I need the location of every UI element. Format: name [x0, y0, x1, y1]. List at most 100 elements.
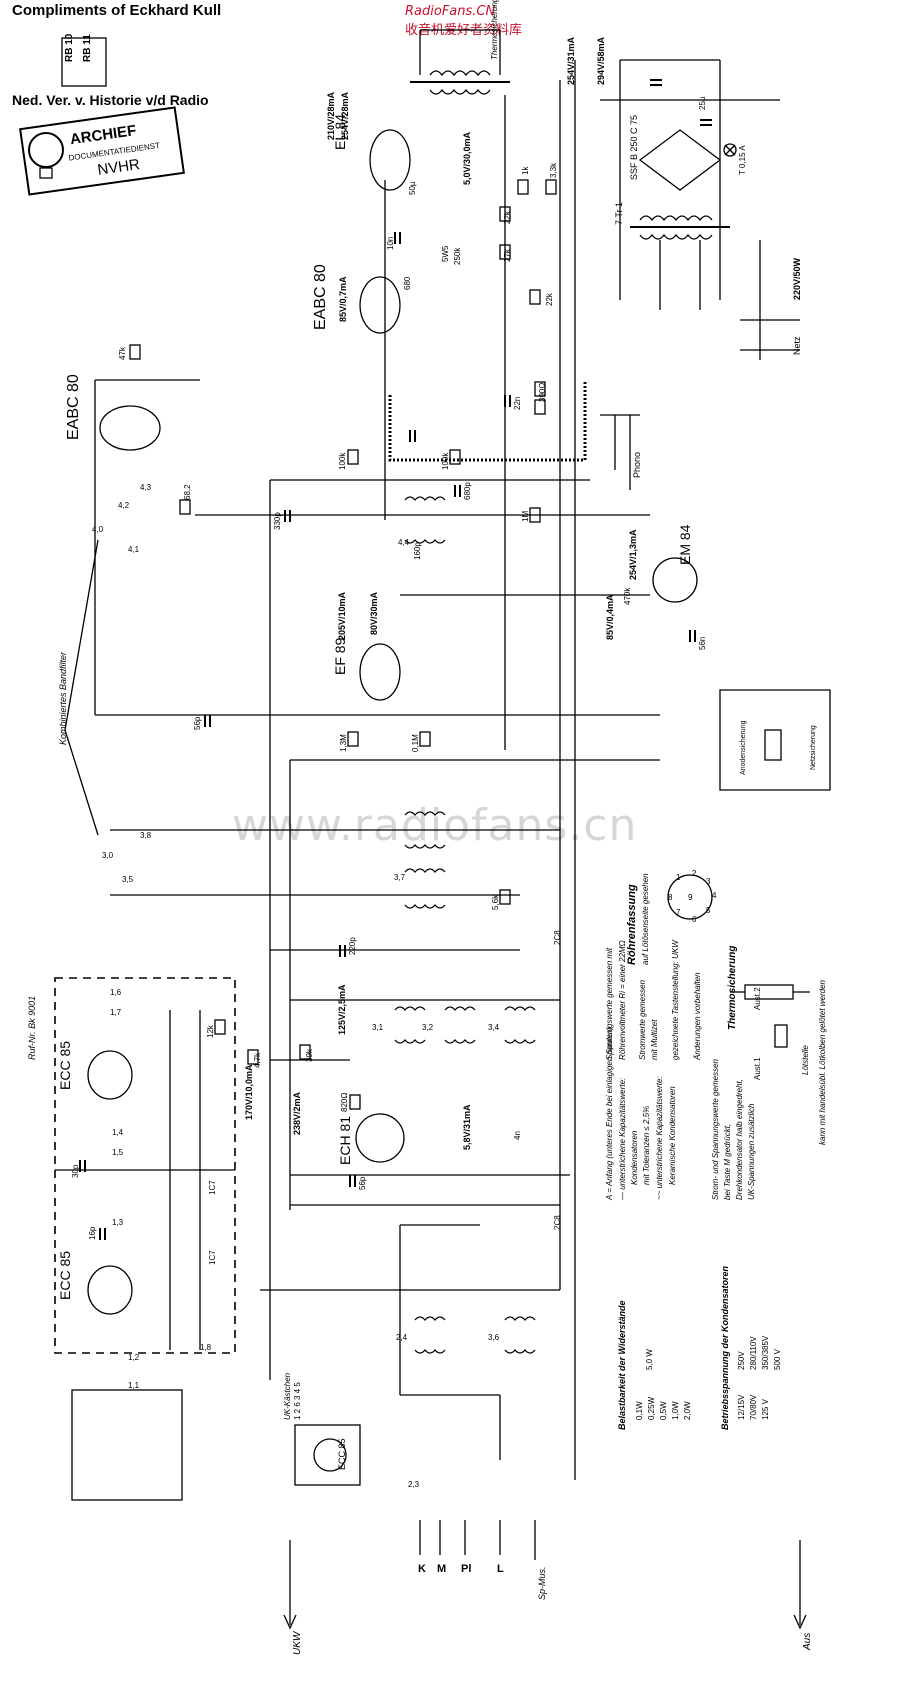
- note-spannungswerte: Spannungswerte gemessen mit: [605, 947, 614, 1060]
- switch-ref: 4,3: [140, 483, 152, 492]
- thermosicherung-label: Thermosicherung: [490, 0, 499, 60]
- v-ech81-b: 238V/2mA: [292, 1091, 302, 1135]
- comp-220p: 220p: [348, 937, 357, 955]
- resistor-22k-a: [499, 206, 511, 222]
- capacitor-legend-title: Betriebsspannung der Kondensatoren: [720, 1265, 730, 1430]
- resistor-legend-title: Belastbarkeit der Widerstände: [617, 1301, 627, 1430]
- tube-ecc85-upper: ECC 85: [57, 1041, 73, 1090]
- archive-stamp: [19, 106, 185, 196]
- resistor-legend-row: 0,25W: [647, 1396, 656, 1420]
- capacitor-legend-row: 350/385V: [761, 1335, 770, 1370]
- tube-eabc80-top: EABC 80: [312, 264, 329, 330]
- resistor-legend-row: 2,0W: [683, 1401, 692, 1420]
- note-unterstrichen-kap2: ~~ unterstrichene Kapazitätswerte:: [655, 1076, 664, 1200]
- fuse-inset-box: [719, 689, 831, 791]
- switch-ref: 3,5: [122, 875, 134, 884]
- comp-56p-b: 56p: [358, 1176, 367, 1190]
- comp-68: 68,2: [183, 484, 192, 500]
- note-a-anfang: A = Anfang (unteres Ende bei einlagigen …: [605, 1027, 614, 1201]
- compliments-header: Compliments of Eckhard Kull: [12, 2, 222, 19]
- note-bei-taste: bei Taste M gedrückt,: [723, 1124, 732, 1200]
- band-l-label: L: [497, 1563, 504, 1575]
- comp-330p: 330p: [273, 512, 282, 530]
- comp-27k: 27k: [503, 248, 512, 262]
- switch-ref: 3,8: [140, 831, 152, 840]
- resistor-100k-b: [449, 449, 461, 465]
- thermosicherung-title: Thermosicherung: [727, 946, 738, 1030]
- resistor-3-3k: [545, 179, 557, 195]
- switch-ref: 4,0: [92, 525, 104, 534]
- stamp-tube-base: [39, 167, 53, 179]
- tube-em84: EM 84: [677, 524, 693, 565]
- note-mit-multizet: mit Multizet: [650, 1019, 659, 1060]
- band-k-label: K: [418, 1563, 426, 1575]
- v-em84-b: 85V/0,4mA: [605, 594, 615, 640]
- source-url: RadioFans.CN: [405, 4, 496, 19]
- ech81-tube-icon: [355, 1113, 405, 1163]
- resistor-47k: [129, 344, 141, 360]
- socket-pin: 8: [668, 893, 673, 902]
- ecc85-uk-tube-icon: [313, 1438, 347, 1472]
- resistor-legend-row: 0,5W: [659, 1401, 668, 1420]
- socket-pin: 5: [706, 906, 711, 915]
- switch-ref: 1,1: [128, 1381, 140, 1390]
- stamp-tube-icon: [28, 132, 64, 168]
- switch-ref: 3,0: [102, 851, 114, 860]
- resistor-27k: [499, 244, 511, 260]
- resistor-12k: [214, 1019, 226, 1035]
- switch-ref: 1,4: [112, 1128, 124, 1137]
- tube-el84: EL 84: [332, 114, 348, 150]
- switch-ref: 3,4: [488, 1023, 500, 1032]
- switch-ref: 3,6: [488, 1333, 500, 1342]
- ef89-tube-icon: [359, 643, 401, 701]
- site-watermark: www.radiofans.cn: [232, 800, 638, 851]
- resistor-39k: [299, 1044, 311, 1060]
- el84-tube-icon: [369, 129, 411, 191]
- note-rohrenvoltmeter: Röhrenvoltmeter Ri = einer 22MΩ: [618, 940, 627, 1060]
- resistor-22k-b: [529, 289, 541, 305]
- resistor-1m: [529, 507, 541, 523]
- resistor-100k-a: [347, 449, 359, 465]
- resistor-68: [179, 499, 191, 515]
- resistor-1k: [517, 179, 529, 195]
- socket-pin: 9: [688, 893, 693, 902]
- ukw-tuner-enclosure: [54, 977, 236, 1354]
- switch-ref: 1,6: [110, 988, 122, 997]
- comp-100k-b: 100k: [441, 452, 450, 470]
- resistor-390: [534, 381, 546, 397]
- note-uk-spannungen: UK-Spannungen zusätzlich: [747, 1103, 756, 1200]
- resistor-1m-b: [534, 399, 546, 415]
- resistor-legend-row: 0,1W: [635, 1401, 644, 1420]
- uk-pins-label: 1 2 6 3 4 5: [293, 1382, 302, 1420]
- comp-1m: 1M: [521, 511, 530, 522]
- switch-ref: 1,2: [128, 1353, 140, 1362]
- band-pl-label: Pl: [461, 1563, 471, 1575]
- comp-25u: 25µ: [698, 96, 707, 110]
- comp-56p-a: 56p: [193, 716, 202, 730]
- capacitor-legend-row: 250V: [737, 1351, 746, 1370]
- eabc80-top-tube-icon: [359, 276, 401, 334]
- comp-1c7-b: 1C7: [208, 1250, 217, 1265]
- comp-3-3k: 3,3k: [549, 162, 558, 178]
- aust1-label: Aust.1: [753, 1057, 762, 1080]
- fuse-inset-fuse: [764, 729, 782, 761]
- socket-pin: 6: [692, 915, 697, 924]
- comp-160p: 160p: [413, 542, 422, 560]
- tube-ech81: ECH 81: [337, 1116, 353, 1165]
- rectifier-bridge: [638, 129, 722, 191]
- stamp-title: ARCHIEF: [69, 122, 137, 148]
- ukw-label: UKW: [292, 1630, 303, 1655]
- v-em84-a: 254V/1,3mA: [628, 529, 638, 580]
- socket-pin: 2: [692, 869, 697, 878]
- v-ef89-b: 80V/30mA: [369, 591, 379, 635]
- lotstelle-label: Lötstelle: [801, 1045, 810, 1075]
- v-ef89-a: 205V/10mA: [337, 591, 347, 640]
- resistor-legend-extra: 5,0 W: [645, 1349, 654, 1370]
- switch-ref: 2,4: [396, 1333, 408, 1342]
- socket-pin: 1: [676, 873, 681, 882]
- resistor-820: [349, 1094, 361, 1110]
- v-psu-b: 294V/58mA: [596, 36, 606, 85]
- sp-mus-label: Sp-Mus.: [537, 1566, 547, 1600]
- v-ech81-a: 125V/2,5mA: [337, 984, 347, 1035]
- model-box: [61, 37, 107, 87]
